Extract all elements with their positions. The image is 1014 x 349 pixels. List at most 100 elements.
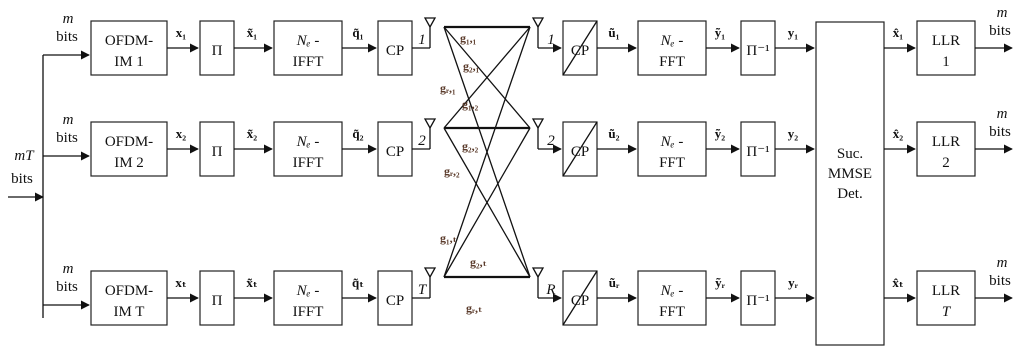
deinterleaver-label-2: Π⁻¹ xyxy=(746,144,769,160)
x-hat-label-1: x̂₁ xyxy=(893,25,904,40)
ofdm-im-label-3: OFDM- xyxy=(105,283,153,299)
llr-block-3 xyxy=(916,270,976,326)
ifft-block-2 xyxy=(273,121,343,177)
deinterleaver-label-1: Π⁻¹ xyxy=(746,43,769,59)
tx-antenna-2 xyxy=(423,118,437,130)
tx-cp-label-3: CP xyxy=(386,293,404,309)
ofdm-im-label-2: OFDM- xyxy=(105,134,153,150)
x-signal-label-2: x₂ xyxy=(176,126,187,141)
llr-block-2 xyxy=(916,121,976,177)
stream-bits-label-1: bits xyxy=(56,29,78,45)
fft-size-label-3: Nₑ - xyxy=(660,283,684,299)
ofdm-im-index-3: IM T xyxy=(114,304,145,320)
x-signal-label-1: x₁ xyxy=(176,25,187,40)
ifft-size-label-3: Nₑ - xyxy=(296,283,320,299)
channel-cross-3-1 xyxy=(443,26,531,278)
channel-gain-label-9: gᵣ,ₜ xyxy=(466,301,483,315)
ifft-size-label-2: Nₑ - xyxy=(296,134,320,150)
channel-gain-label-6: gᵣ,₂ xyxy=(444,164,460,178)
channel-gain-label-5: g₂,₂ xyxy=(462,139,479,153)
input-mt-label: mT xyxy=(14,148,35,164)
ifft-block-3 xyxy=(273,270,343,326)
channel-gain-label-7: g₁,ₜ xyxy=(440,231,457,245)
stream-m-label-1: m xyxy=(63,11,74,27)
channel-gain-label-4: g₁,₂ xyxy=(462,97,479,111)
fft-block-1 xyxy=(637,20,707,76)
fft-label-3: FFT xyxy=(659,304,685,320)
ifft-label-3: IFFT xyxy=(293,304,324,320)
llr-index-2: 2 xyxy=(942,155,950,171)
fft-label-1: FFT xyxy=(659,54,685,70)
output-bits-label-2: bits xyxy=(989,124,1011,140)
ofdm-im-block-3 xyxy=(90,270,168,326)
rx-cp-slash-3 xyxy=(562,270,598,326)
interleaver-block-1 xyxy=(199,20,235,76)
llr-label-3: LLR xyxy=(932,283,960,299)
ofdm-im-index-2: IM 2 xyxy=(114,155,144,171)
fft-label-2: FFT xyxy=(659,155,685,171)
llr-label-2: LLR xyxy=(932,134,960,150)
tx-antenna-1 xyxy=(423,17,437,29)
rx-antenna-index-2: 2 xyxy=(547,133,555,149)
ifft-label-1: IFFT xyxy=(293,54,324,70)
ofdm-im-block-1 xyxy=(90,20,168,76)
tx-cp-label-2: CP xyxy=(386,144,404,160)
interleaver-block-3 xyxy=(199,270,235,326)
interleaver-block-2 xyxy=(199,121,235,177)
rx-antenna-3 xyxy=(531,267,545,279)
y-signal-label-2: y₂ xyxy=(788,126,799,141)
deinterleaver-label-3: Π⁻¹ xyxy=(746,293,769,309)
rx-antenna-index-3: R xyxy=(545,282,555,298)
detector-label-line-3: Det. xyxy=(837,186,862,202)
x-hat-label-3: x̂ₜ xyxy=(892,275,904,290)
u-signal-label-2: ũ₂ xyxy=(608,126,619,141)
tx-antenna-3 xyxy=(423,267,437,279)
interleaver-label-3: Π xyxy=(212,293,223,309)
output-m-label-1: m xyxy=(997,5,1008,21)
deinterleaver-block-3 xyxy=(740,270,776,326)
ifft-label-2: IFFT xyxy=(293,155,324,171)
rx-cp-slash-2 xyxy=(562,121,598,177)
output-m-label-3: m xyxy=(997,255,1008,271)
llr-index-1: 1 xyxy=(942,54,950,70)
channel-gain-label-1: g₁,₁ xyxy=(460,31,477,45)
channel-cross-3-2 xyxy=(443,127,531,278)
channel-gain-label-8: g₂,ₜ xyxy=(470,255,487,269)
u-signal-label-1: ũ₁ xyxy=(608,25,619,40)
interleaver-label-1: Π xyxy=(212,43,223,59)
stream-bits-label-2: bits xyxy=(56,130,78,146)
xt-signal-label-3: x̃ₜ xyxy=(246,275,258,290)
q-signal-label-2: q̃₂ xyxy=(352,126,363,141)
y-signal-label-1: y₁ xyxy=(788,25,799,40)
output-bits-label-1: bits xyxy=(989,23,1011,39)
mmse-detector-block xyxy=(815,21,885,346)
ifft-block-1 xyxy=(273,20,343,76)
output-m-label-2: m xyxy=(997,106,1008,122)
tx-cp-block-3 xyxy=(377,270,413,326)
tx-antenna-index-2: 2 xyxy=(418,133,426,149)
llr-label-1: LLR xyxy=(932,33,960,49)
rx-cp-label-1: CP xyxy=(571,43,589,59)
q-signal-label-1: q̃₁ xyxy=(352,25,363,40)
tx-antenna-index-1: 1 xyxy=(418,32,426,48)
llr-index-3: T xyxy=(942,304,952,320)
fft-size-label-2: Nₑ - xyxy=(660,134,684,150)
ofdm-im-index-1: IM 1 xyxy=(114,54,144,70)
input-bits-label: bits xyxy=(11,171,33,187)
detector-label-line-1: Suc. xyxy=(837,146,863,162)
rx-antenna-index-1: 1 xyxy=(547,32,555,48)
detector-label-line-2: MMSE xyxy=(828,166,872,182)
fft-block-3 xyxy=(637,270,707,326)
y-signal-label-3: yᵣ xyxy=(788,275,799,290)
ofdm-im-block-2 xyxy=(90,121,168,177)
channel-cross-2-1 xyxy=(443,26,531,129)
y-tilde-label-2: ỹ₂ xyxy=(715,126,726,141)
rx-antenna-2 xyxy=(531,118,545,130)
rx-cp-label-3: CP xyxy=(571,293,589,309)
rx-cp-label-2: CP xyxy=(571,144,589,160)
tx-cp-label-1: CP xyxy=(386,43,404,59)
channel-gain-label-2: g₂,₁ xyxy=(463,59,480,73)
u-signal-label-3: ũᵣ xyxy=(609,275,620,290)
tx-antenna-index-3: T xyxy=(418,282,428,298)
